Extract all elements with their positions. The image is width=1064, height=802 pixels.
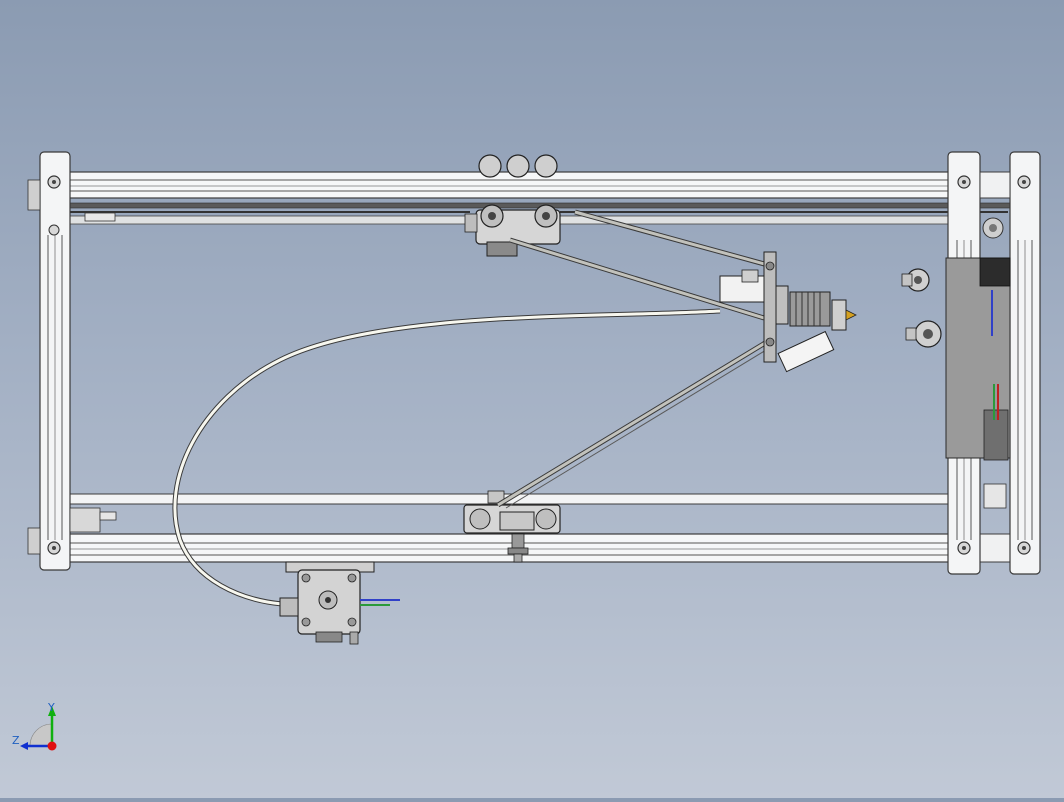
part-cooling-fan bbox=[777, 330, 835, 373]
bottom-carriage bbox=[463, 490, 561, 563]
triad-z-label: Z bbox=[12, 734, 20, 747]
left-vertical-post bbox=[27, 151, 71, 571]
filament-tube bbox=[172, 308, 721, 607]
right-knob-upper bbox=[901, 268, 930, 292]
effector-hotend bbox=[719, 251, 857, 373]
delta-arms bbox=[496, 209, 777, 509]
heatsink bbox=[789, 291, 831, 327]
top-carriage bbox=[464, 154, 561, 257]
left-endstop-switch bbox=[99, 511, 117, 521]
top-frame-rail bbox=[61, 171, 951, 199]
nozzle bbox=[845, 309, 857, 321]
right-top-connector bbox=[979, 171, 1011, 199]
right-vertical-post-outer bbox=[1009, 151, 1041, 575]
coordinate-triad: Y Z bbox=[12, 701, 57, 751]
right-side-motor-assembly bbox=[945, 217, 1011, 509]
left-endstop-block bbox=[69, 507, 101, 533]
extruder-motor bbox=[279, 561, 400, 645]
right-knob-lower bbox=[905, 320, 942, 348]
triad-y-label: Y bbox=[47, 701, 55, 714]
